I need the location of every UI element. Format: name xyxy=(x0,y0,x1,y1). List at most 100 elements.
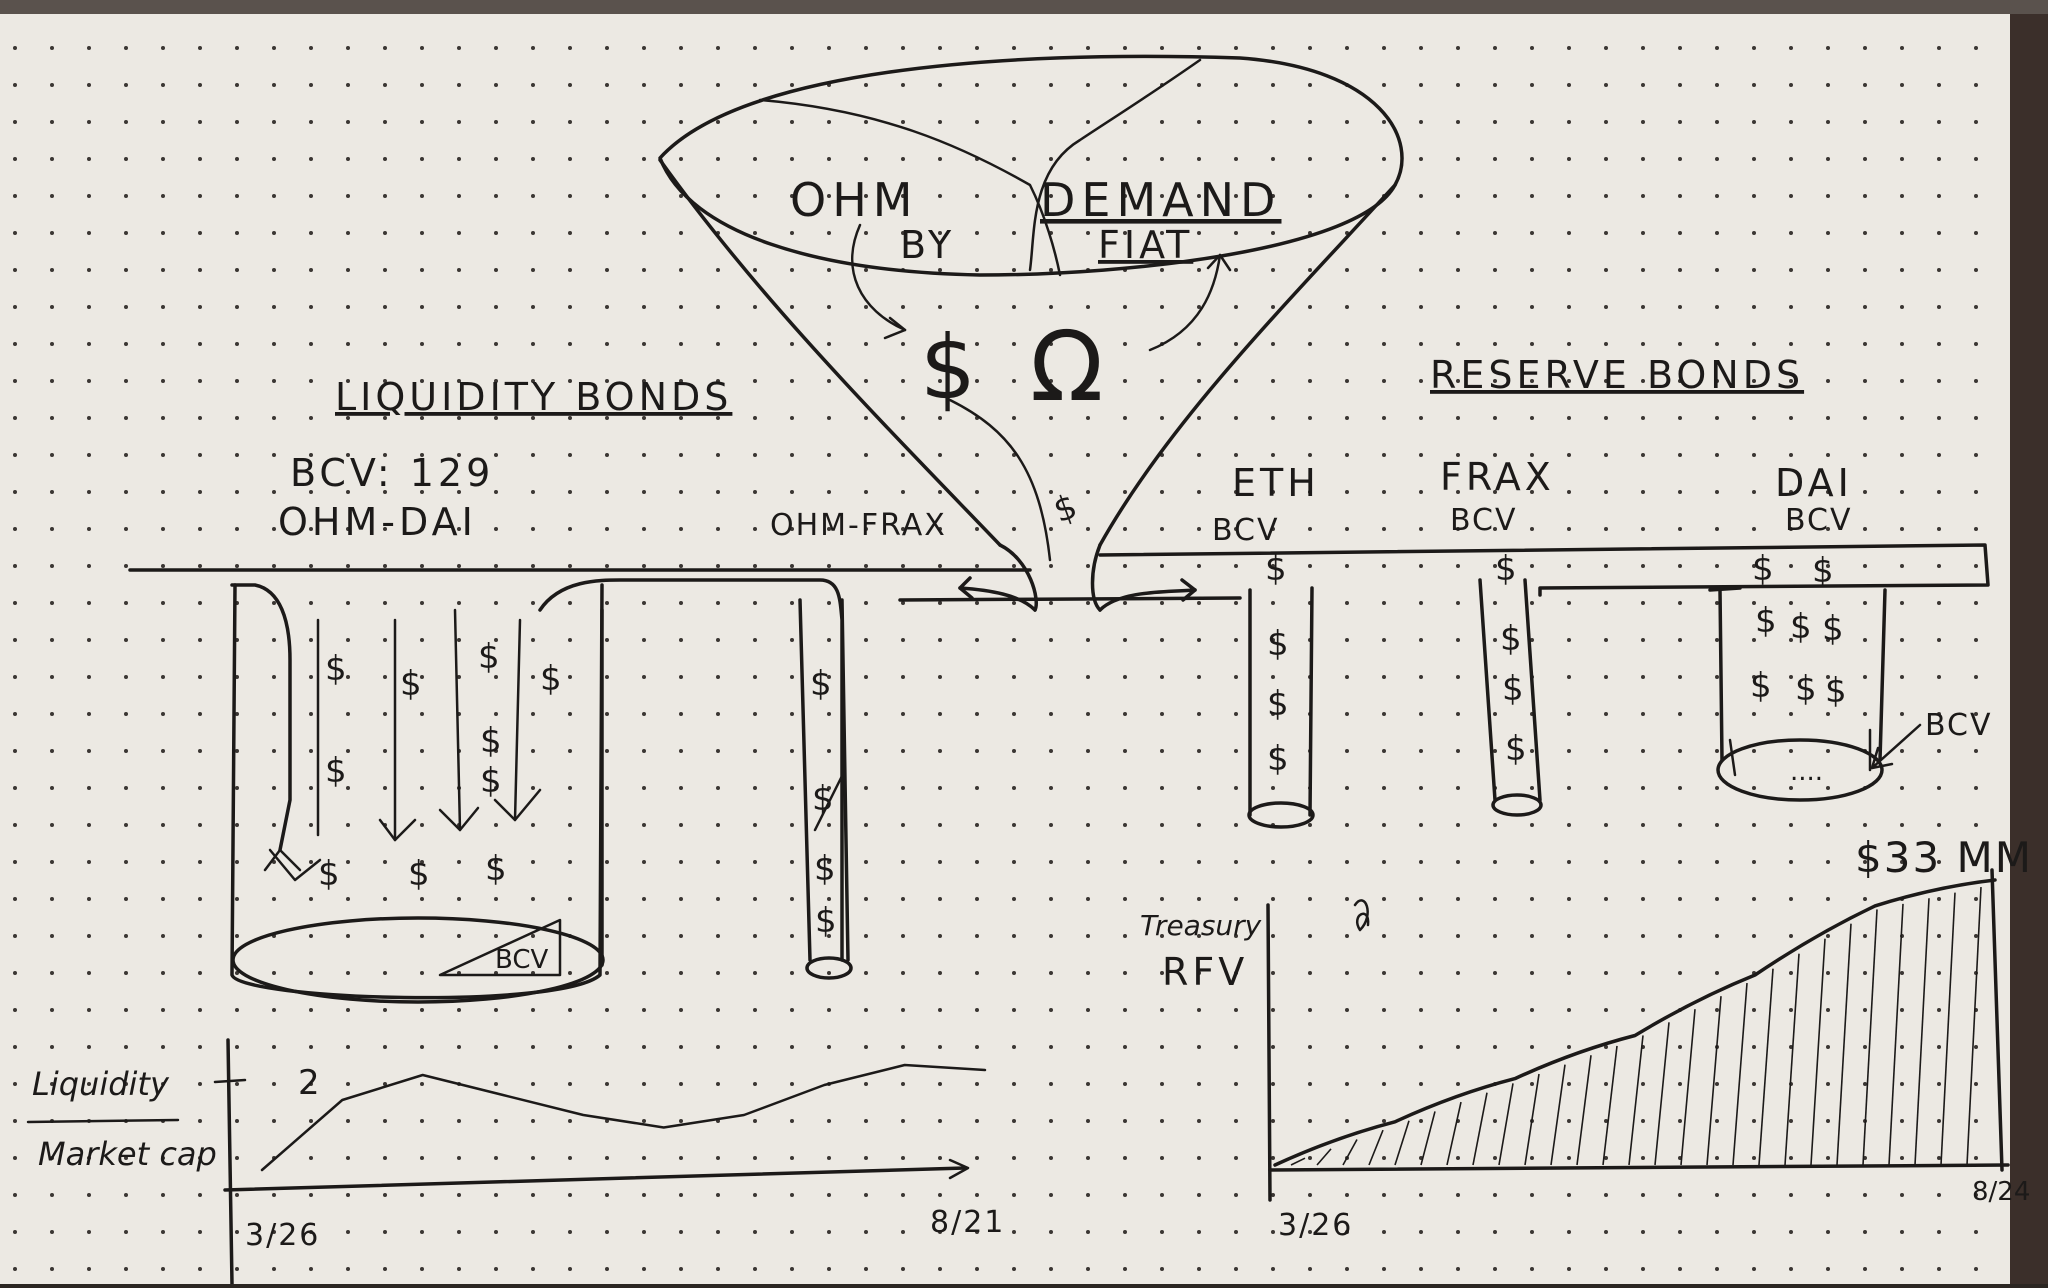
bond-pipe-network xyxy=(128,543,1990,612)
hatch-stroke xyxy=(1290,1157,1306,1166)
hatch-stroke xyxy=(1628,1035,1644,1166)
liquidity-line xyxy=(260,1063,987,1172)
hatch-stroke xyxy=(1758,968,1774,1166)
hatch-stroke xyxy=(1888,903,1904,1166)
ohm-dai-dollar-signs: $ $ $ $ $ $ $ $ $ $ xyxy=(318,637,562,894)
treasury-chart-ylabel-top: Treasury xyxy=(1140,909,1262,942)
hatch-stroke xyxy=(1316,1148,1332,1166)
dollar-sign: $ xyxy=(1812,551,1834,591)
dollar-sign: $ xyxy=(325,649,347,689)
hatch-stroke xyxy=(1810,938,1826,1166)
treasury-chart-ylabel-bottom: RFV xyxy=(1162,950,1248,994)
dollar-sign: $ xyxy=(812,779,834,819)
dollar-sign: $ xyxy=(318,854,340,894)
dollar-sign: $ xyxy=(1752,549,1774,589)
hatch-stroke xyxy=(1706,996,1722,1166)
dot-grid xyxy=(0,0,2010,1284)
frax-dollar-signs: $ $ $ $ xyxy=(1495,549,1527,769)
hatch-stroke xyxy=(1966,886,1982,1166)
ohm-frax-pipe xyxy=(798,598,853,980)
dollar-sign: $ xyxy=(815,901,837,941)
funnel-fiat-label: FIAT xyxy=(1098,223,1193,267)
reserve-frax-bcv: BCV xyxy=(1450,503,1518,538)
hatch-stroke xyxy=(1420,1111,1436,1166)
hatch-stroke xyxy=(1862,909,1878,1166)
hatch-stroke xyxy=(1732,982,1748,1166)
dollar-sign: $ xyxy=(814,849,836,889)
dollar-sign: $ xyxy=(1267,684,1289,724)
treasury-chart-x-start: 3/26 xyxy=(1278,1208,1353,1243)
dollar-sign: $ xyxy=(1500,619,1522,659)
rfv-area xyxy=(1273,878,1997,1167)
reserve-dai-label: DAI xyxy=(1775,461,1853,505)
funnel-right-label: DEMAND xyxy=(1040,173,1281,227)
funnel-by-label: BY xyxy=(900,223,955,267)
dai-dollar-signs: $ $ $ $ $ $ $ $ xyxy=(1750,549,1847,711)
treasury-chart-x-end: 8/24 xyxy=(1972,1177,2030,1207)
dollar-sign: $ xyxy=(1265,549,1287,589)
dollar-sign: $ xyxy=(1825,671,1847,711)
dollar-sign: $ xyxy=(408,854,430,894)
liquidity-chart-ylabel-bottom: Market cap xyxy=(38,1135,217,1173)
funnel-center-omega: Ω xyxy=(1030,311,1103,423)
treasury-chart-peak-label: $33 MM xyxy=(1855,833,2033,882)
hatch-stroke xyxy=(1914,898,1930,1166)
hatch-stroke xyxy=(1342,1139,1358,1166)
dai-basin-note: BCV xyxy=(1925,708,1993,743)
hatch-stroke xyxy=(1446,1101,1462,1166)
top-shadow xyxy=(0,0,2048,14)
reserve-dai-bcv: BCV xyxy=(1785,503,1853,538)
reserve-frax-label: FRAX xyxy=(1440,455,1555,499)
dai-tank xyxy=(1716,588,1922,802)
hatch-stroke xyxy=(1784,953,1800,1166)
eth-pipe xyxy=(1247,586,1315,829)
liquidity-pair-ohm-dai: OHM-DAI xyxy=(278,500,477,544)
rfv-hatching xyxy=(1290,886,1982,1166)
dollar-sign: $ xyxy=(810,664,832,704)
reserve-bonds-title: RESERVE BONDS xyxy=(1430,353,1804,397)
right-page-edge xyxy=(2010,0,2048,1284)
dollar-sign: $ xyxy=(1505,729,1527,769)
liquidity-pair-ohm-frax: OHM-FRAX xyxy=(770,508,947,543)
liquidity-chart-x-start: 3/26 xyxy=(245,1218,320,1253)
dollar-sign: $ xyxy=(1750,666,1772,706)
dollar-sign: $ xyxy=(480,721,502,761)
funnel-arrows xyxy=(851,223,1232,562)
frax-pipe xyxy=(1478,578,1543,817)
eth-dollar-signs: $ $ $ $ xyxy=(1265,549,1289,779)
dollar-sign: $ xyxy=(1790,607,1812,647)
hatch-stroke xyxy=(1524,1073,1540,1166)
hatch-stroke xyxy=(1576,1055,1592,1166)
funnel-left-label: OHM xyxy=(790,173,919,227)
reserve-eth-label: ETH xyxy=(1232,461,1320,505)
dollar-sign: $ xyxy=(1795,669,1817,709)
hatch-stroke xyxy=(1602,1045,1618,1166)
hatch-stroke xyxy=(1472,1092,1488,1166)
dai-basin-dots: .... xyxy=(1790,757,1823,787)
liquidity-chart-x-end: 8/21 xyxy=(930,1205,1005,1240)
hatch-stroke xyxy=(1680,1009,1696,1166)
liquidity-bonds-title: LIQUIDITY BONDS xyxy=(335,375,732,419)
hatch-stroke xyxy=(1368,1129,1384,1166)
ohm-dai-tank xyxy=(230,578,844,1004)
reserve-eth-bcv: BCV xyxy=(1212,513,1280,548)
dollar-sign: $ xyxy=(480,761,502,801)
hatch-stroke xyxy=(1394,1120,1410,1166)
hatch-stroke xyxy=(1836,923,1852,1166)
liquidity-chart-ylabel-top: Liquidity xyxy=(32,1065,170,1103)
stray-scribble xyxy=(1353,899,1370,932)
dollar-sign: $ xyxy=(325,751,347,791)
dollar-sign: $ xyxy=(1502,669,1524,709)
hatch-stroke xyxy=(1940,892,1956,1166)
dollar-sign: $ xyxy=(485,849,507,889)
hatch-stroke xyxy=(1550,1064,1566,1166)
dollar-sign: $ xyxy=(1755,601,1777,641)
ohm-dai-basin-label: BCV xyxy=(495,945,549,975)
funnel-center-dollar: $ xyxy=(920,316,976,419)
ohm-frax-dollar-signs: $ $ $ $ xyxy=(810,664,837,941)
dollar-sign: $ xyxy=(400,664,422,704)
hatch-stroke xyxy=(1654,1022,1670,1166)
liquidity-chart-y-tick: 2 xyxy=(298,1063,320,1103)
dollar-sign: $ xyxy=(478,637,500,677)
